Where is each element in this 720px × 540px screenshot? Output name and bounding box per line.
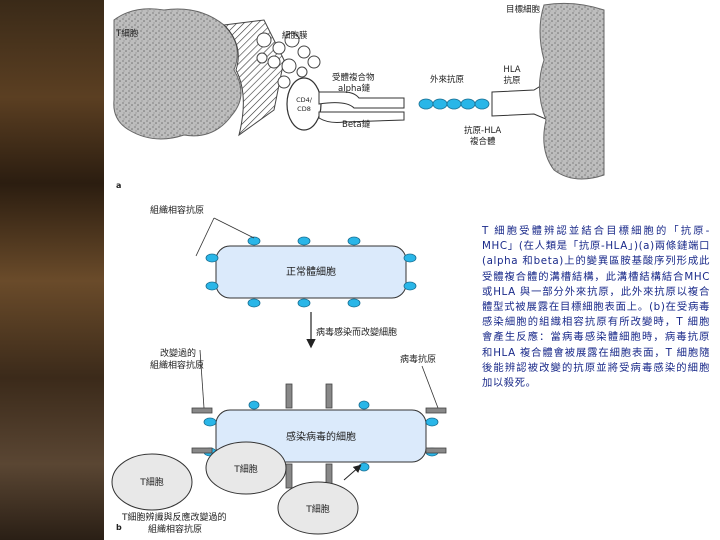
cd4-cd8-oval (286, 77, 322, 131)
figure-caption: T 細胞受體辨認並結合目標細胞的「抗原-MHC」(在人類是「抗原-HLA」)(a… (482, 225, 710, 390)
receptor-complex-label-2: alpha鏈 (338, 83, 371, 94)
viral-antigen-label: 病毒抗原 (400, 353, 436, 365)
viral-antigen-pointer (421, 365, 439, 409)
bottom-label-1: T細胞辨識與反應改變過的 (121, 511, 227, 523)
cd4-label-1: CD4/ (296, 96, 313, 104)
t-cell-diagram: CD4/ CD8 T細胞 細胞膜 受體複合物 alpha鏈 Beta鏈 外來抗原… (111, 2, 605, 535)
t-cell-ellipse-1 (111, 453, 193, 511)
membrane-hatch (222, 19, 285, 137)
infected-arrow-label: 病毒感染而改變細胞 (316, 326, 397, 338)
alpha-chain (318, 91, 405, 109)
normal-cell (215, 245, 407, 299)
normal-cell-label: 正常體細胞 (286, 265, 336, 278)
cytoplasm-label: 細胞膜 (282, 30, 308, 41)
infected-cell-label: 感染病毒的細胞 (286, 430, 356, 443)
antigen-beads (418, 98, 490, 110)
bottom-label-2: 組織相容抗原 (148, 523, 202, 535)
altered-label-2: 組織相容抗原 (150, 359, 204, 371)
hla-label-2: 抗原 (503, 75, 520, 86)
t-cell-body (113, 8, 242, 140)
foreign-antigen-label: 外來抗原 (430, 74, 464, 85)
decorative-background-strip (0, 0, 104, 540)
beta-chain-label: Beta鏈 (342, 119, 371, 130)
beta-chain-shape (318, 111, 405, 123)
t-cell-label-1: T細胞 (139, 476, 164, 488)
cd4-label-2: CD8 (297, 105, 311, 113)
t-cell-label-2: T細胞 (233, 463, 258, 475)
viral-antigen-pegs (191, 383, 447, 489)
tissue-antigen-pointer-1 (213, 217, 255, 239)
panel-b-letter: b (116, 523, 122, 532)
complex-label-1: 抗原-HLA (464, 125, 501, 136)
receptor-complex-label-1: 受體複合物 (332, 72, 375, 83)
hla-label-1: HLA (503, 65, 520, 75)
altered-antigen-pointer (199, 349, 205, 409)
tissue-antigen-label: 組織相容抗原 (150, 204, 204, 216)
t-cell-label-3: T細胞 (305, 503, 330, 515)
target-cell-label: 目標細胞 (506, 4, 541, 15)
normal-cell-beads (205, 236, 417, 308)
complex-label-2: 複合體 (470, 136, 496, 147)
altered-label-1: 改變過的 (160, 347, 196, 359)
target-cell-body (539, 2, 605, 180)
t-cell-ellipse-3 (277, 481, 359, 535)
tissue-antigen-pointer-2 (195, 217, 215, 257)
t-cell-ellipse-2 (205, 441, 287, 495)
panel-a-letter: a (116, 181, 121, 190)
t-cell-arrow (343, 464, 362, 481)
t-cell-label: T細胞 (115, 28, 139, 39)
